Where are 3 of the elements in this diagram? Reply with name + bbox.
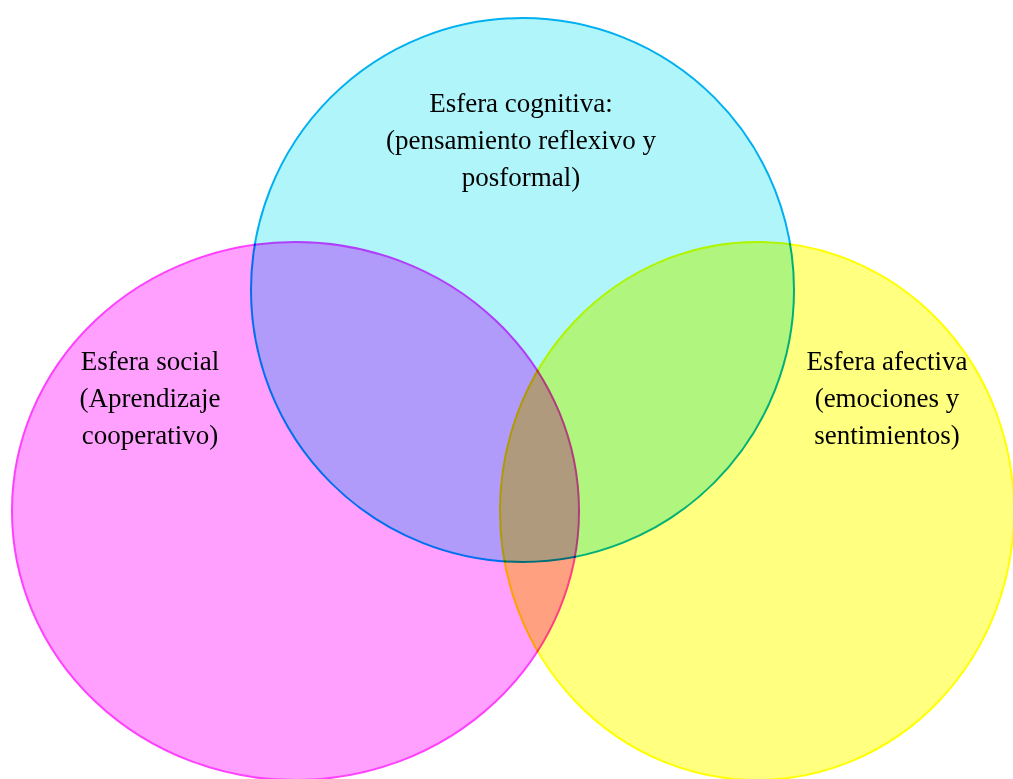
circle-label: Esfera social (Aprendizaje cooperativo) (78, 345, 222, 452)
circle-label: Esfera afectiva (emociones y sentimientos) (805, 345, 969, 452)
circle-label: Esfera cognitiva: (pensamiento reflexivo y posformal) (385, 87, 657, 194)
